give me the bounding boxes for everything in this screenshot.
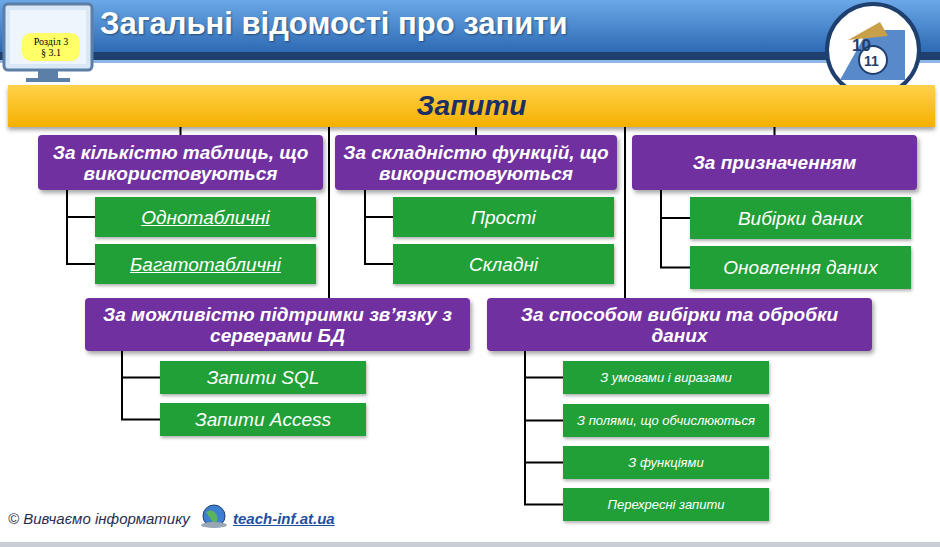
connector: [661, 190, 690, 268]
box-text: За способом вибірки та обробки даних: [493, 304, 866, 346]
connector: [180, 127, 182, 135]
box-text: З умовами і виразами: [600, 370, 732, 385]
footer-note: © Вивчаємо інформатику: [8, 510, 190, 527]
footer-line: [0, 542, 940, 547]
section-badge: Розділ 3§ 3.1: [22, 33, 80, 61]
box-text: За можливістю підтримки зв’язку з сервер…: [91, 304, 464, 346]
box-text: Однотабличні: [141, 207, 270, 228]
slide-title: Загальні відомості про запити: [100, 6, 568, 42]
header-line: [0, 60, 940, 63]
connector: [365, 190, 393, 217]
box-text: За кількістю таблиць, що використовуютьс…: [44, 142, 317, 184]
leaf-box: Оновлення даних: [690, 246, 911, 289]
leaf-box: Багатотабличні: [95, 244, 316, 284]
leaf-box: З функціями: [563, 446, 769, 479]
box-text: Багатотабличні: [130, 254, 281, 275]
connector: [475, 127, 477, 135]
connector: [661, 190, 690, 218]
category-box: За способом вибірки та обробки даних: [487, 298, 872, 351]
connector: [525, 351, 563, 505]
box-text: Прості: [471, 207, 535, 228]
connector: [774, 127, 776, 135]
box-text: Запити SQL: [207, 367, 320, 388]
connector: [67, 190, 95, 264]
leaf-box: Запити SQL: [160, 361, 366, 394]
connector: [122, 351, 160, 378]
connector: [525, 351, 563, 421]
box-text: З функціями: [628, 455, 703, 470]
category-box: За складністю функцій, що використовують…: [335, 135, 617, 190]
category-box: За призначенням: [632, 135, 917, 190]
connector: [525, 351, 563, 463]
leaf-box: Перехресні запити: [563, 488, 769, 521]
site-link: teach-inf.at.ua: [233, 510, 335, 527]
box-text: § 3.1: [41, 47, 61, 58]
leaf-box: З умовами і виразами: [563, 361, 769, 394]
connector: [525, 351, 563, 378]
box-text: Складні: [469, 254, 538, 275]
category-box: За кількістю таблиць, що використовуютьс…: [38, 135, 323, 190]
box-text: За складністю функцій, що використовують…: [341, 142, 611, 184]
connector: [624, 127, 626, 298]
box-text: Вибірки даних: [738, 208, 863, 229]
box-text: Запити Access: [195, 409, 331, 430]
box-text: За призначенням: [693, 152, 857, 173]
box-text: Запити: [417, 90, 527, 122]
leaf-box: З полями, що обчислюються: [563, 404, 769, 437]
box-text: Розділ 3: [34, 36, 68, 47]
connector: [365, 190, 393, 264]
box-text: З полями, що обчислюються: [577, 413, 755, 428]
header-bar: [0, 0, 940, 52]
leaf-box: Вибірки даних: [690, 197, 911, 239]
box-text: Перехресні запити: [608, 497, 725, 512]
monitor-icon: [4, 4, 92, 82]
connector: [67, 190, 95, 217]
connector: [328, 127, 330, 298]
globe-icon: [201, 505, 227, 528]
leaf-box: Однотабличні: [95, 197, 316, 237]
leaf-box: Складні: [393, 244, 614, 284]
leaf-box: Запити Access: [160, 403, 366, 436]
logo: [827, 4, 919, 96]
box-text: Оновлення даних: [723, 257, 877, 278]
leaf-box: Прості: [393, 197, 614, 237]
header-strip: [0, 52, 940, 60]
logo-number: 11: [864, 53, 879, 69]
connector: [122, 351, 160, 420]
category-box: За можливістю підтримки зв’язку з сервер…: [85, 298, 470, 351]
root-band: Запити: [8, 85, 935, 127]
